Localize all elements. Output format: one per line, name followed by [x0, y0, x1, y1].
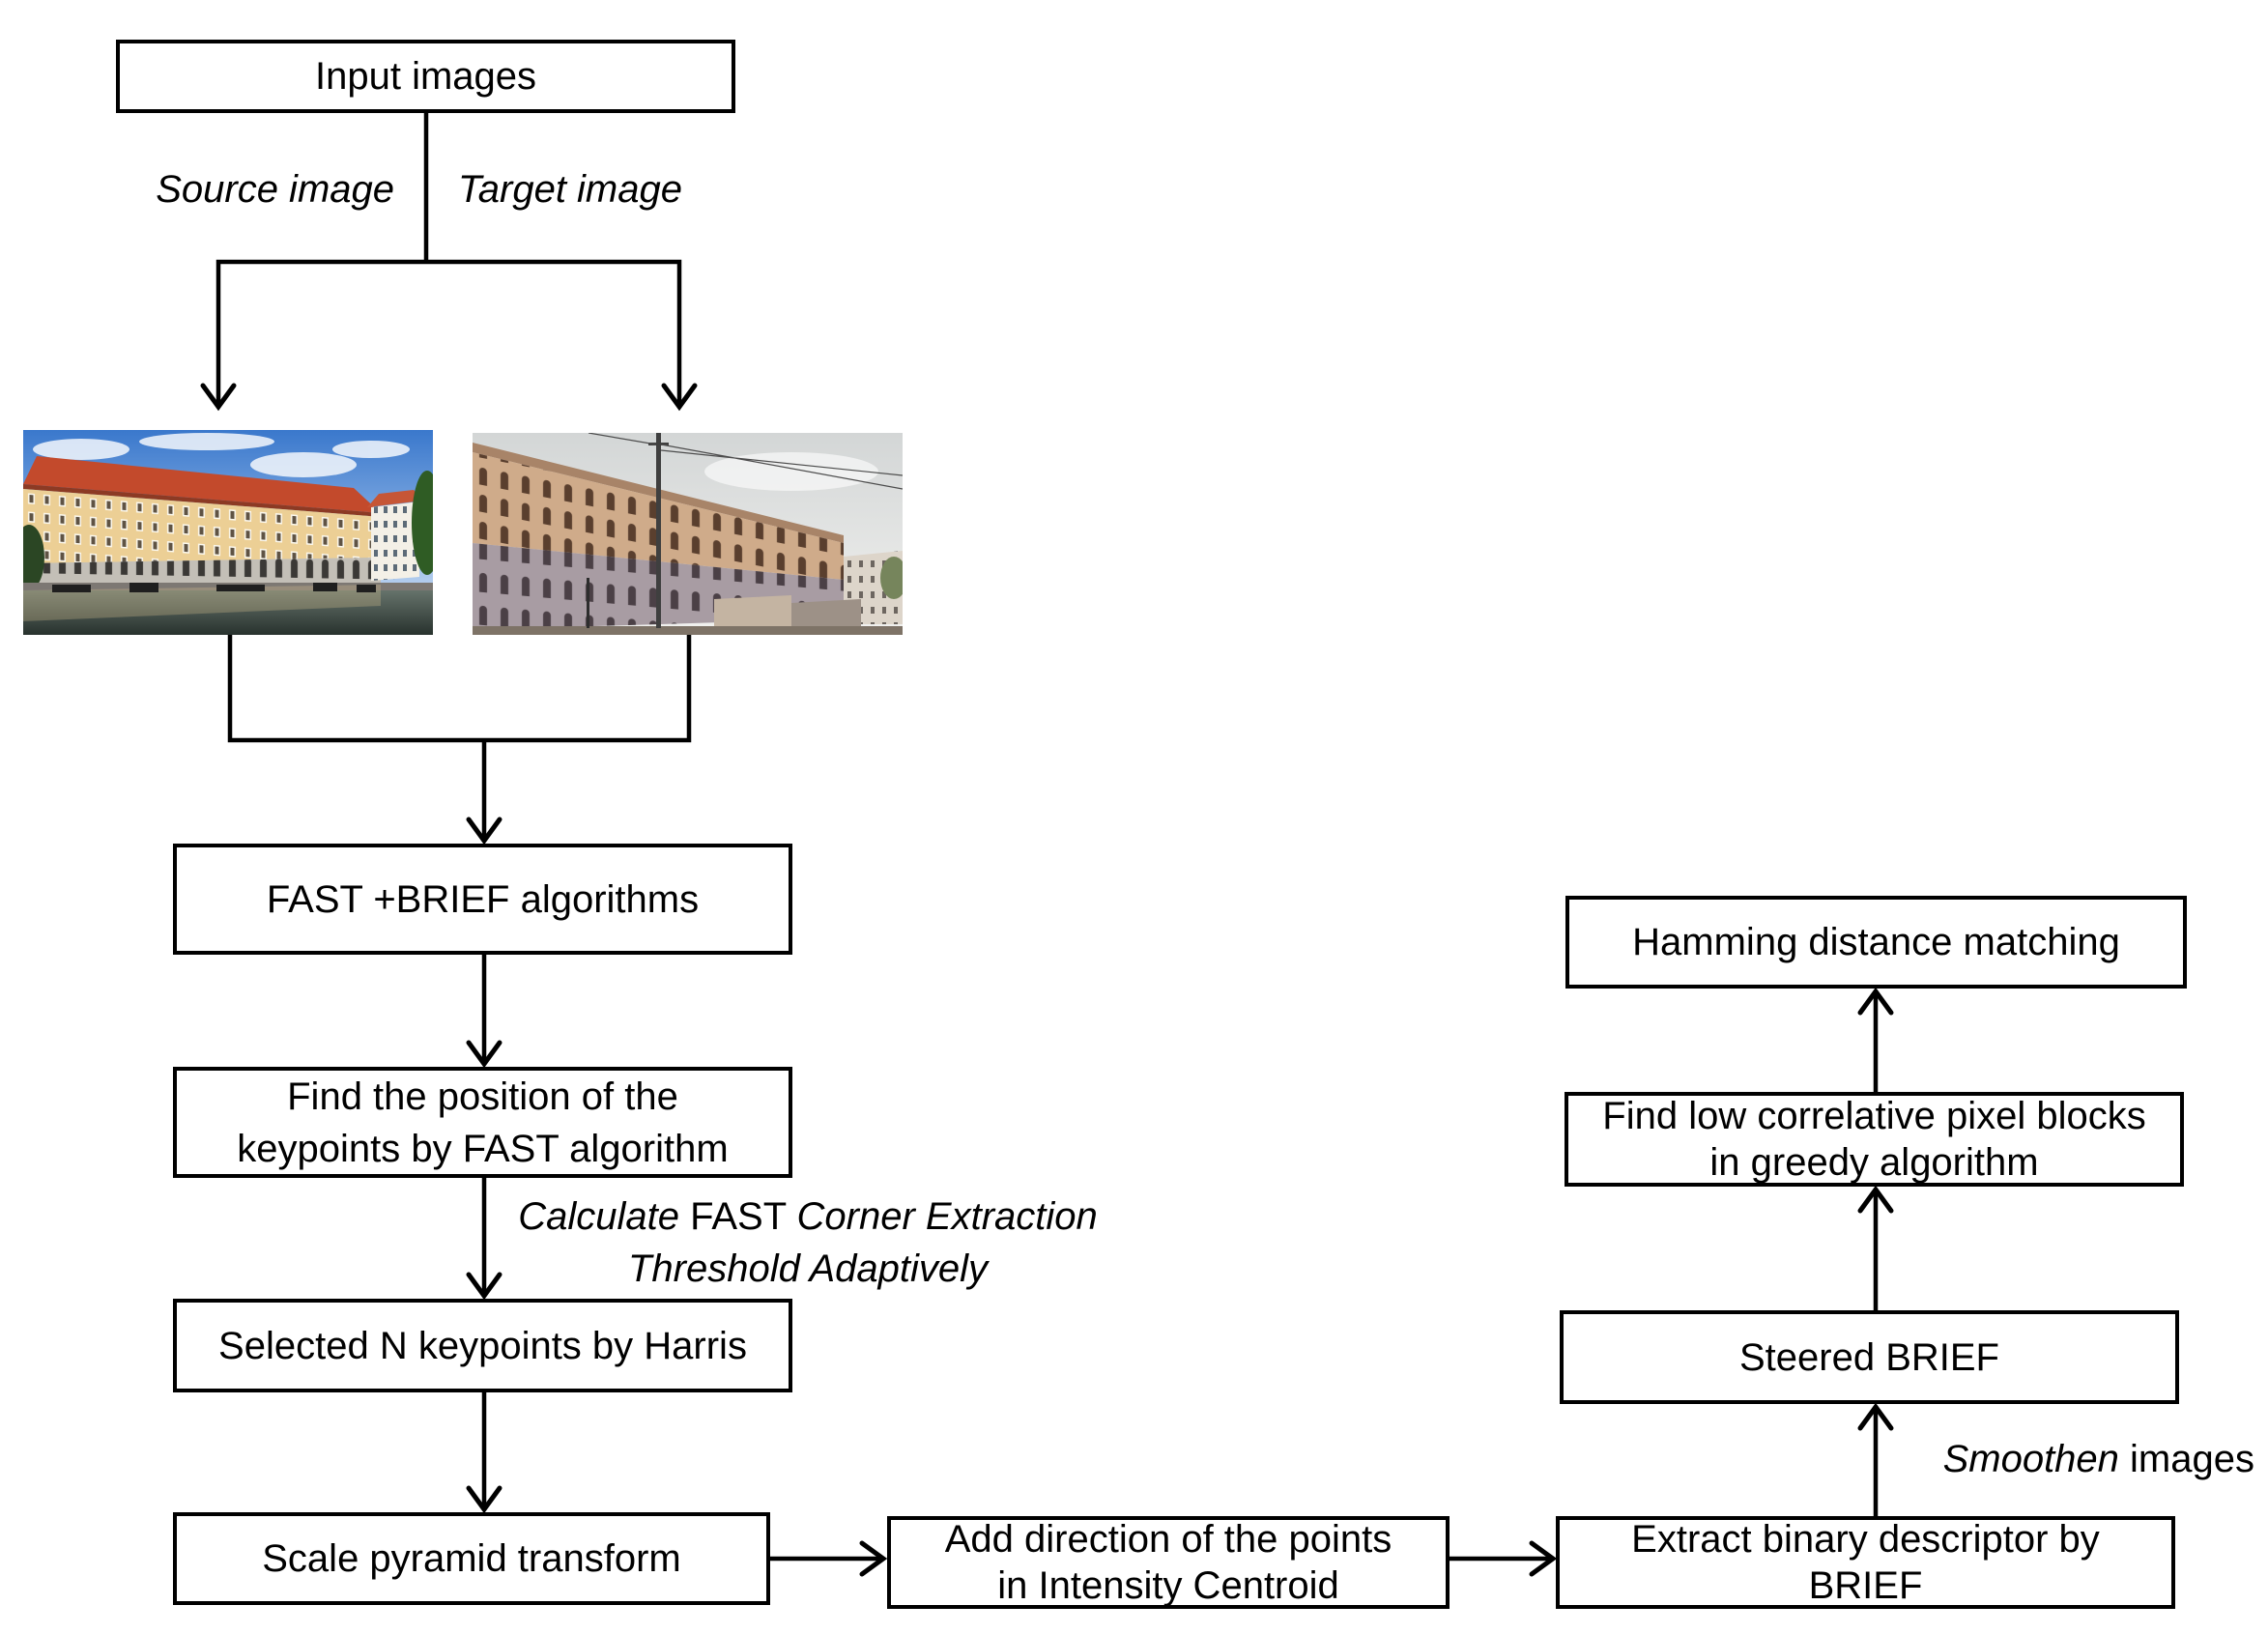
arrowhead [859, 1540, 888, 1577]
arrowhead [1857, 1402, 1894, 1431]
arrowhead [466, 1485, 502, 1514]
node-find-position: Find the position of the keypoints by FA… [173, 1067, 792, 1178]
arrowhead [466, 1040, 502, 1069]
arrowhead [466, 1272, 502, 1301]
tree-right [412, 471, 433, 575]
arrow-find-position-to-selected-keypoints [466, 1178, 502, 1301]
water-reflection [23, 585, 381, 621]
node-label-line2: BRIEF [1808, 1564, 1923, 1607]
white-building-roof [367, 490, 423, 507]
target-image-photo [473, 433, 903, 635]
node-steered-brief: Steered BRIEF [1560, 1310, 2179, 1404]
node-add-direction: Add direction of the points in Intensity… [887, 1516, 1450, 1609]
arrow-fast-brief-to-find-position [466, 955, 502, 1069]
node-input-images: Input images [116, 40, 735, 113]
node-selected-keypoints: Selected N keypoints by Harris [173, 1299, 792, 1392]
node-scale-pyramid: Scale pyramid transform [173, 1512, 770, 1605]
node-label: Hamming distance matching [1632, 921, 2120, 963]
arrowhead [1529, 1540, 1558, 1577]
front-structure-shadow [791, 599, 861, 635]
edge-label-source-image: Source image [156, 168, 394, 211]
arrow-scale-pyramid-to-add-direction [770, 1540, 888, 1577]
arrowhead-target-image [661, 383, 698, 412]
arrowhead [1857, 987, 1894, 1016]
node-label: Scale pyramid transform [262, 1537, 681, 1580]
boats [52, 583, 376, 592]
node-label: Steered BRIEF [1738, 1335, 1999, 1379]
tree [880, 557, 903, 599]
utility-pole [656, 433, 661, 628]
arrow-selected-keypoints-to-scale-pyramid [466, 1392, 502, 1514]
node-label: Selected N keypoints by Harris [218, 1324, 747, 1367]
power-lines [588, 433, 903, 490]
threshold-label-line2: Threshold Adaptively [627, 1247, 989, 1290]
tree-left [23, 525, 44, 590]
threshold-label-fast: FAST [690, 1195, 787, 1238]
node-fast-brief: FAST +BRIEF algorithms [173, 844, 792, 955]
node-label-line2: keypoints by FAST algorithm [237, 1127, 729, 1170]
building-facade [23, 489, 381, 563]
arrowhead [1857, 1185, 1894, 1214]
street-lamp [587, 578, 589, 628]
node-extract-descriptor: Extract binary descriptor by BRIEF [1556, 1516, 2175, 1609]
arrow-steered-brief-to-find-low-correlative [1857, 1185, 1894, 1310]
arrowhead [466, 817, 502, 846]
node-label-line1: Find low correlative pixel blocks [1602, 1095, 2146, 1137]
cloud [704, 452, 878, 491]
connector-merge-images [227, 635, 692, 743]
edge-label-threshold: Calculate FAST Corner Extraction Thresho… [421, 1190, 1194, 1295]
node-label-line1: Find the position of the [287, 1075, 678, 1118]
connector-split-to-images [215, 259, 682, 406]
node-label: Find the position of the keypoints by FA… [237, 1071, 728, 1175]
clouds [33, 433, 410, 477]
ground-floor [23, 558, 381, 590]
node-label: Extract binary descriptor by BRIEF [1631, 1516, 2100, 1609]
roof [23, 456, 381, 513]
arrowhead-source-image [200, 383, 237, 412]
arrow-extract-descriptor-to-steered-brief [1857, 1402, 1894, 1516]
node-label-line2: in greedy algorithm [1709, 1141, 2039, 1184]
node-find-low-correlative: Find low correlative pixel blocks in gre… [1565, 1092, 2184, 1187]
node-hamming-matching: Hamming distance matching [1565, 896, 2187, 989]
roof-eave [23, 484, 381, 517]
node-label-line1: Add direction of the points [944, 1518, 1392, 1561]
white-building [371, 502, 419, 581]
front-structure [714, 595, 791, 635]
node-label-line1: Extract binary descriptor by [1631, 1518, 2100, 1561]
node-label-line2: in Intensity Centroid [997, 1564, 1339, 1607]
threshold-label-calculate: Calculate [518, 1195, 679, 1238]
arrow-find-low-correlative-to-hamming-matching [1857, 987, 1894, 1092]
ground [473, 626, 903, 635]
threshold-label-line1: Calculate FAST Corner Extraction [421, 1190, 1194, 1243]
smoothen-label-images: images [2130, 1438, 2254, 1480]
utility-pole-crossarm [648, 443, 669, 445]
edge-label-target-image: Target image [458, 168, 682, 211]
source-image-photo [23, 430, 433, 635]
arrow-to-fast-brief [466, 740, 502, 846]
node-label: Input images [314, 55, 537, 98]
node-label: Add direction of the points in Intensity… [945, 1516, 1392, 1609]
arrow-add-direction-to-extract-descriptor [1450, 1540, 1558, 1577]
threshold-label-corner-extraction: Corner Extraction [796, 1195, 1098, 1238]
smoothen-label-italic: Smoothen [1942, 1438, 2119, 1480]
node-label: Find low correlative pixel blocks in gre… [1602, 1093, 2145, 1186]
water [23, 590, 433, 635]
node-label: FAST +BRIEF algorithms [266, 877, 700, 921]
edge-label-smoothen: Smoothen images [1943, 1436, 2254, 1482]
